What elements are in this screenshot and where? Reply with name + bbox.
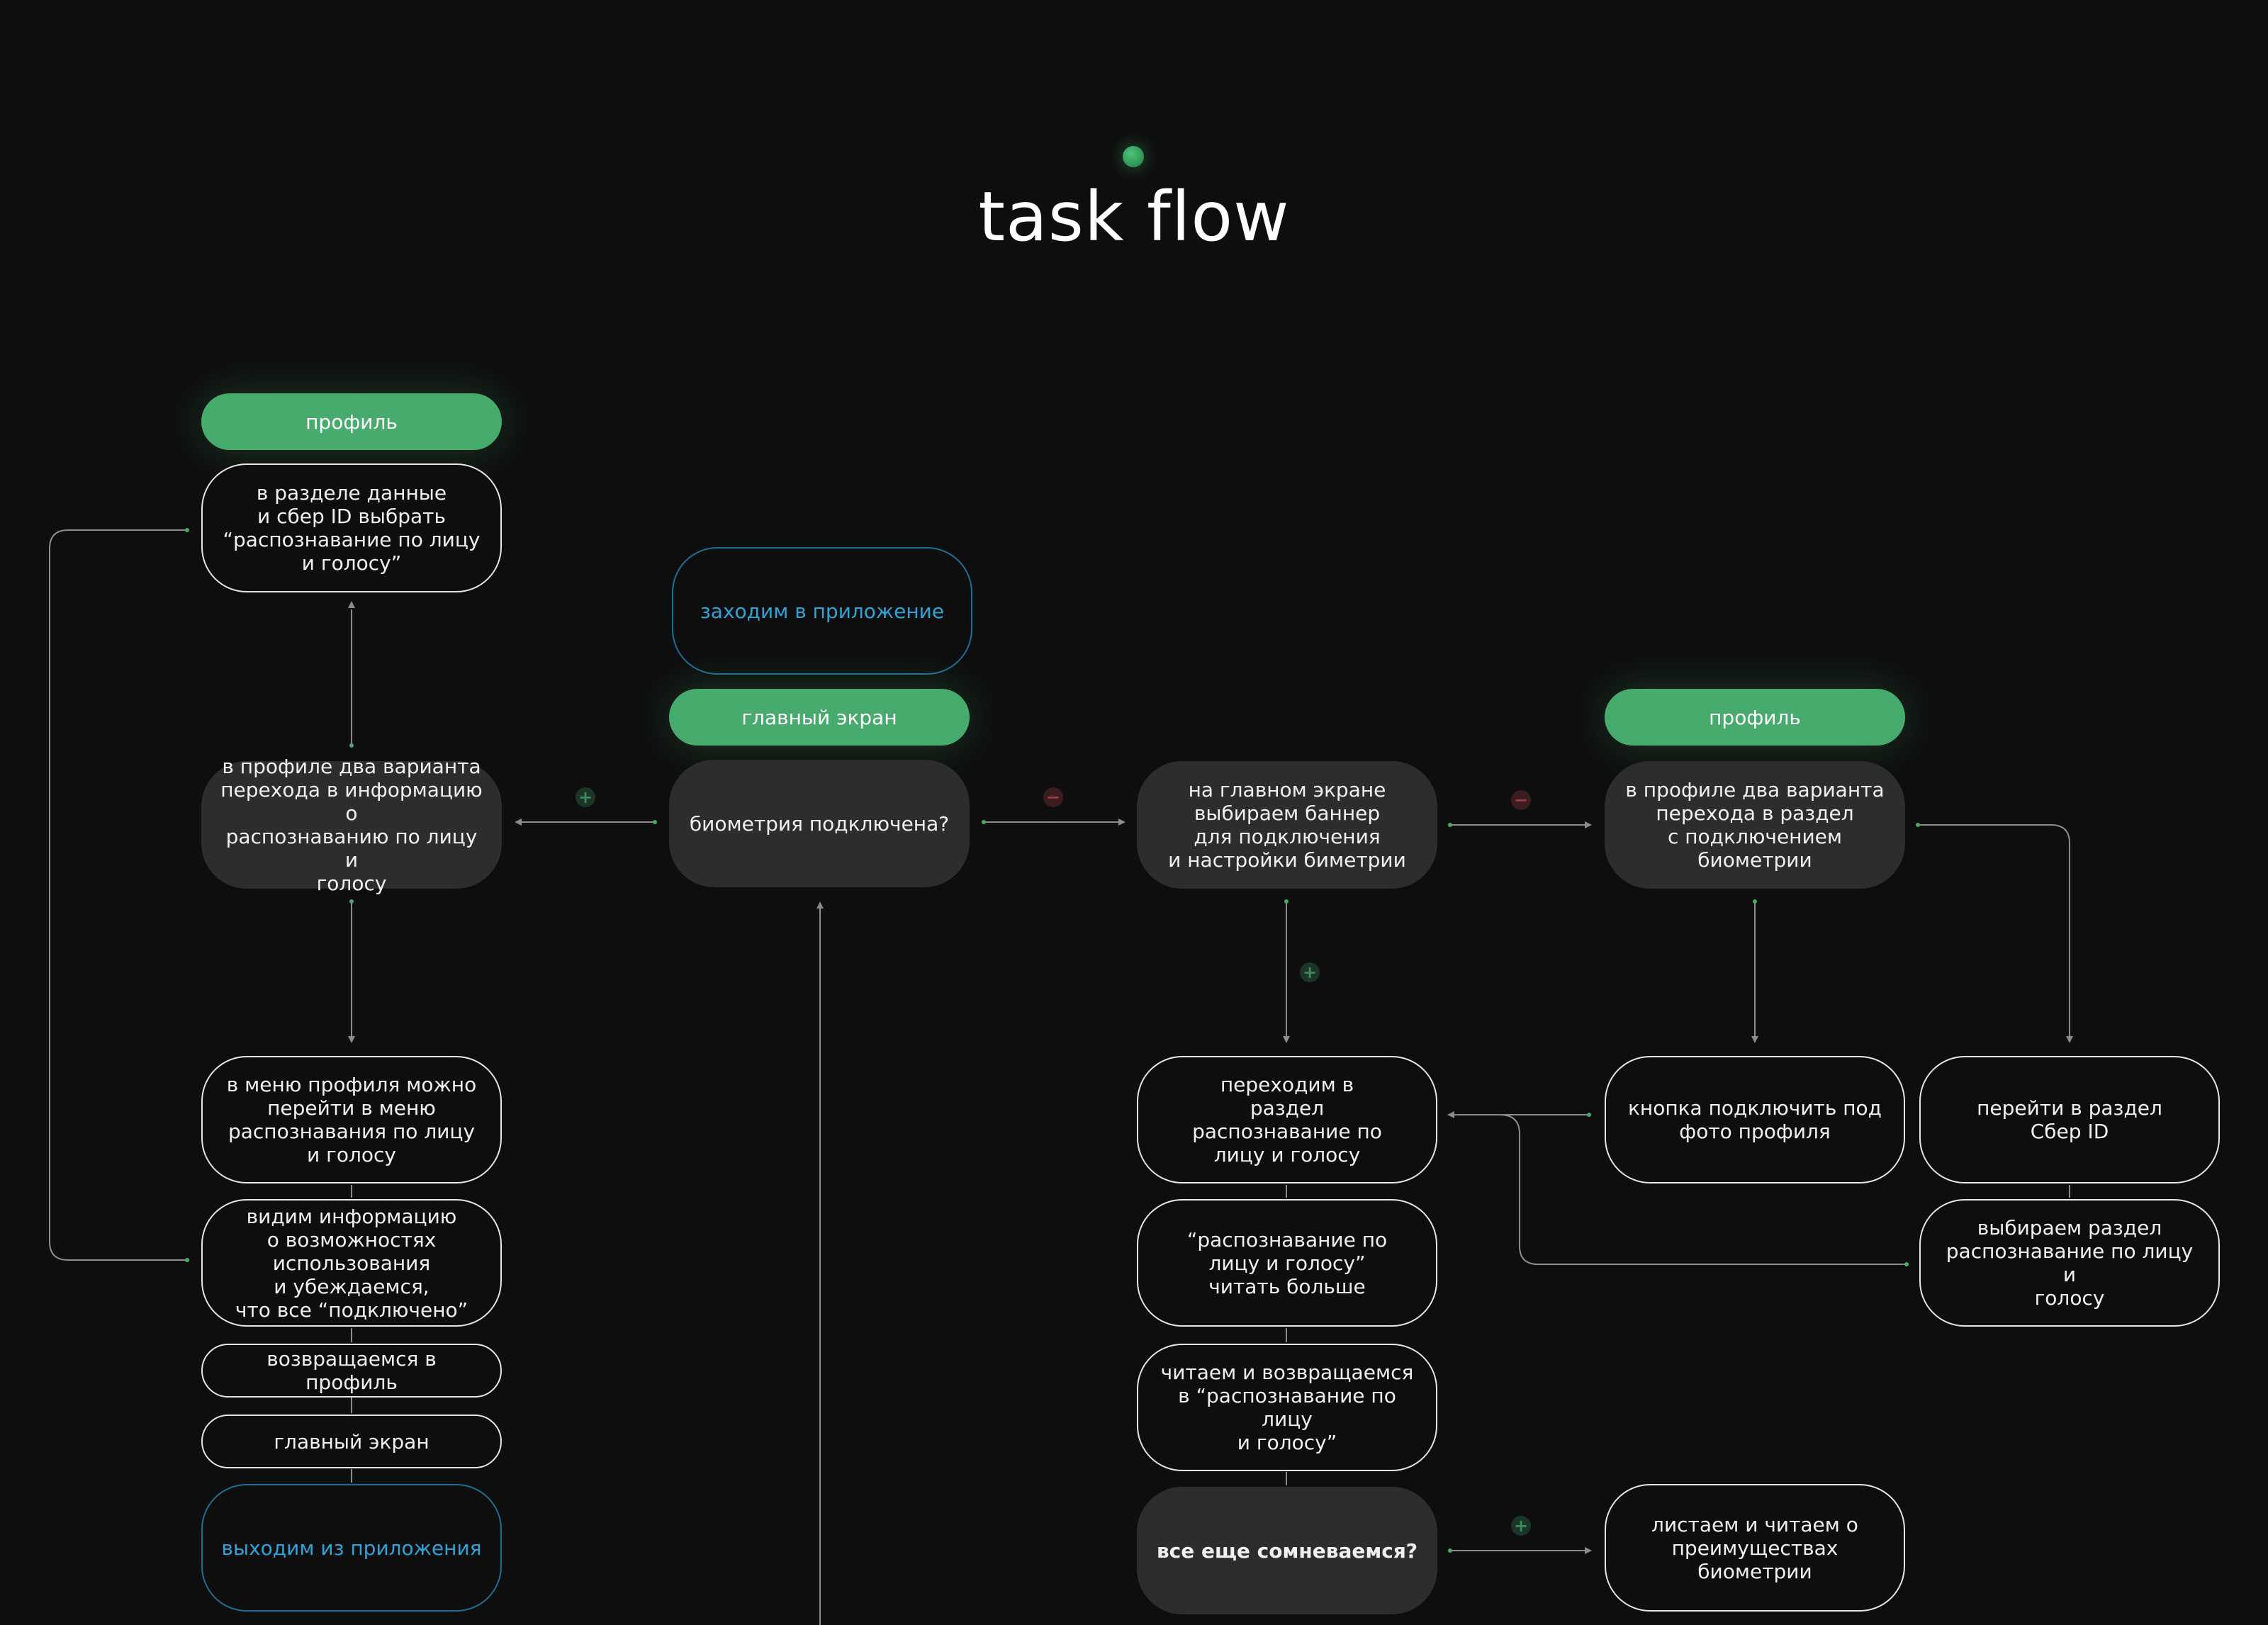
connector-dot (1448, 823, 1452, 827)
read-return-node: читаем и возвращаемся в “распознавание п… (1137, 1344, 1437, 1471)
connector-dot (982, 820, 986, 824)
arrow-head (1585, 821, 1592, 828)
arrow-head (2066, 1036, 2073, 1043)
banner-step-node: на главном экране выбираем баннер для по… (1137, 761, 1437, 889)
arrow-head (816, 901, 824, 909)
arrow-head (348, 601, 355, 608)
scroll-advantages-node: листаем и читаем о преимуществах биометр… (1605, 1484, 1905, 1612)
enter-app-node: заходим в приложение (672, 547, 972, 675)
connector-line (1918, 824, 2070, 1040)
profile-menu-node: в меню профиля можно перейти в меню расп… (201, 1056, 502, 1183)
arrow-head (515, 819, 522, 826)
biometrics-question-node: биометрия подключена? (669, 760, 970, 887)
photo-button-node: кнопка подключить под фото профиля (1605, 1056, 1905, 1183)
title-dot-icon (1123, 146, 1144, 167)
still-doubt-question-node: все еще сомневаемся? (1137, 1487, 1437, 1614)
page-title: task flow (978, 177, 1290, 257)
connector-dot (185, 1258, 189, 1262)
arrow-head (1751, 1036, 1758, 1043)
arrow-head (1447, 1111, 1454, 1118)
sber-id-step-node: в разделе данные и сбер ID выбрать “расп… (201, 463, 502, 592)
profile-label-left: профиль (201, 393, 502, 450)
choose-section-node: выбираем раздел распознавание по лицу и … (1919, 1199, 2220, 1327)
no-minus-icon: − (1043, 787, 1063, 807)
connector-dot (653, 820, 657, 824)
connector-dot (349, 899, 354, 904)
arrow-head (348, 1036, 355, 1043)
arrow-head (1118, 819, 1125, 826)
connector-dot (1753, 899, 1757, 904)
exit-app-node: выходим из приложения (201, 1484, 502, 1612)
profile-two-ways-left-node: в профиле два варианта перехода в информ… (201, 755, 502, 895)
connector-dot (1916, 823, 1920, 827)
profile-two-ways-right-node: в профиле два варианта перехода в раздел… (1605, 761, 1905, 889)
arrow-head (1283, 1036, 1290, 1043)
connector-dot (1448, 1548, 1452, 1553)
connector-dot (1904, 1262, 1909, 1266)
sber-id-section-node: перейти в раздел Сбер ID (1919, 1056, 2220, 1183)
go-to-section-node: переходим в раздел распознавание по лицу… (1137, 1056, 1437, 1183)
connector-dot (349, 743, 354, 748)
no-minus-icon: − (1511, 790, 1531, 810)
connector-line (49, 529, 187, 1261)
return-profile-node: возвращаемся в профиль (201, 1344, 502, 1398)
main-screen-bottom-node: главный экран (201, 1415, 502, 1468)
arrow-head (1585, 1547, 1592, 1554)
profile-label-right: профиль (1605, 689, 1905, 746)
connector-dot (1284, 899, 1289, 904)
main-screen-label: главный экран (669, 689, 970, 746)
yes-plus-icon: + (576, 787, 595, 807)
yes-plus-icon: + (1511, 1516, 1531, 1536)
see-info-node: видим информацию о возможностях использо… (201, 1199, 502, 1327)
yes-plus-icon: + (1300, 962, 1320, 982)
read-more-node: “распознавание по лицу и голосу” читать … (1137, 1199, 1437, 1327)
connector-dot (1587, 1113, 1591, 1117)
connector-dot (185, 528, 189, 532)
